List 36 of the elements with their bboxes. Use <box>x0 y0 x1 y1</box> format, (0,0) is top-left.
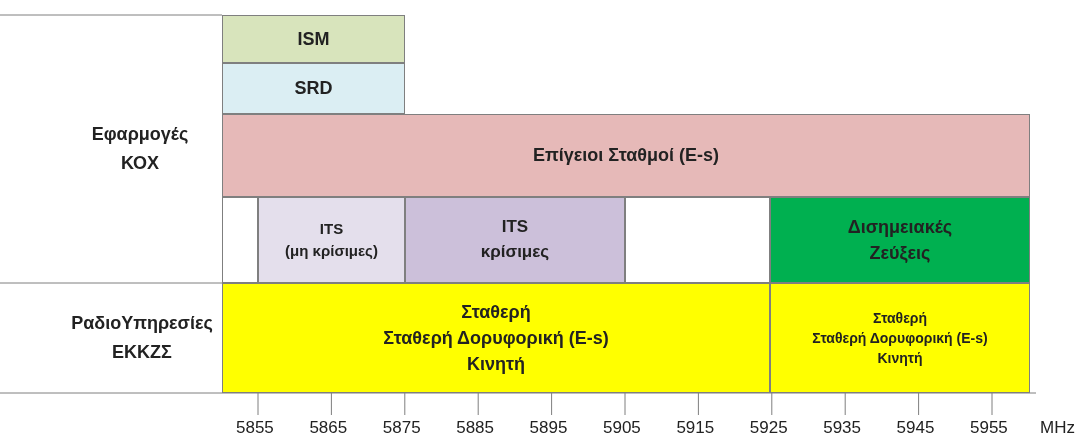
band-label: ITS κρίσιμες <box>479 216 551 263</box>
frequency-band <box>258 197 405 283</box>
row-heading: Εφαρμογές ΚΟΧ <box>90 123 190 175</box>
band-label: Σταθερή Δορυφορική (E-s) <box>383 326 609 350</box>
band-label: Σταθερή <box>872 308 928 328</box>
band-label: ITS <box>319 219 344 240</box>
frequency-band <box>405 197 625 283</box>
frequency-band <box>222 283 770 393</box>
band-label: Κινητή <box>877 349 923 369</box>
tick-label: 5865 <box>309 418 348 438</box>
frequency-band <box>222 15 405 63</box>
band-label: ISM <box>297 27 330 51</box>
empty-cell <box>222 197 258 283</box>
band-label: Σταθερή Δορυφορική (E-s) <box>812 328 988 348</box>
tick-label: 5935 <box>823 418 861 438</box>
row-heading: ΡαδιοΥπηρεσίες ΕΚΚΖΣ <box>70 312 214 364</box>
band-label: Κινητή <box>466 353 525 377</box>
frequency-band <box>222 63 405 114</box>
tick-label: 5945 <box>896 418 935 438</box>
tick-label: 5905 <box>603 418 641 438</box>
tick-label: 5875 <box>382 418 421 438</box>
band-label: (μη κρίσιμες) <box>285 241 378 261</box>
frequency-band <box>222 114 1030 197</box>
tick-label: 5955 <box>970 418 1008 438</box>
band-label: SRD <box>294 77 333 101</box>
band-label: Σταθερή <box>461 300 531 324</box>
band-label: Δισημειακές Ζεύξεις <box>846 215 954 265</box>
tick-label: 5885 <box>456 418 494 438</box>
tick-label: 5895 <box>529 418 568 438</box>
tick-label: 5915 <box>676 418 715 438</box>
unit-label: MHz <box>1040 418 1075 438</box>
frequency-band <box>770 283 1030 393</box>
band-label: Επίγειοι Σταθμοί (E-s) <box>532 144 720 168</box>
frequency-band <box>770 197 1030 283</box>
tick-label: 5925 <box>749 418 788 438</box>
tick-label: 5855 <box>236 418 274 438</box>
